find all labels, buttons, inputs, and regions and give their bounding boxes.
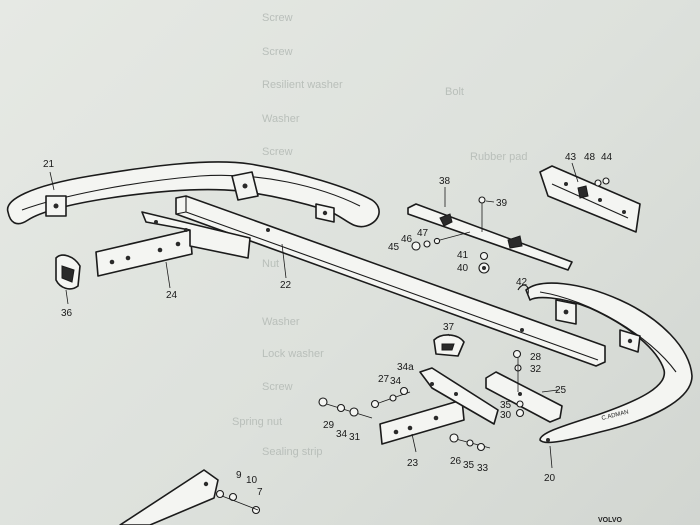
callout-28: 28 — [530, 352, 542, 363]
ghost-text: Resilient washer — [262, 79, 343, 91]
callout-36: 36 — [61, 308, 73, 319]
ghost-text: Washer — [262, 113, 300, 125]
centre-fasteners — [411, 231, 471, 251]
right-bumper-bar: C.ADMAN — [525, 282, 693, 444]
callout-39: 39 — [496, 198, 508, 209]
ghost-text: Screw — [262, 46, 293, 58]
callout-21: 21 — [43, 159, 55, 170]
ghost-text: Screw — [262, 146, 293, 158]
callout-44: 44 — [601, 152, 613, 163]
ghost-text: Spring nut — [232, 416, 282, 428]
callout-42: 42 — [516, 277, 528, 288]
callout-32: 32 — [530, 364, 542, 375]
callout-31: 31 — [349, 432, 361, 443]
left-end-rubber — [55, 254, 81, 290]
reinforcement-beam — [175, 195, 606, 367]
callout-35: 35 — [500, 400, 512, 411]
callout-43: 43 — [565, 152, 577, 163]
callout-37: 37 — [443, 322, 455, 333]
callout-23: 23 — [407, 458, 419, 469]
ghost-text: Bolt — [445, 86, 464, 98]
callout-33: 33 — [477, 463, 489, 474]
ghost-text: Screw — [262, 12, 293, 24]
callout-22: 22 — [280, 280, 292, 291]
callout-47: 47 — [417, 228, 429, 239]
ghost-text: Lock washer — [262, 348, 324, 360]
leader-lines — [49, 162, 579, 469]
stay-fasteners — [512, 349, 525, 418]
callout-27: 27 — [378, 374, 390, 385]
centre-bracket — [407, 196, 573, 274]
callout-25: 25 — [555, 385, 567, 396]
callout-9: 9 — [236, 470, 242, 481]
ghost-text: Sealing strip — [262, 446, 323, 458]
callout-30: 30 — [500, 410, 512, 421]
bumper-stay — [485, 371, 563, 423]
right-end-rubber — [433, 334, 465, 357]
bumper-clip — [517, 284, 529, 295]
callout-20: 20 — [544, 473, 556, 484]
callout-numbers: 21 38 39 43 48 44 47 46 45 41 40 42 24 2… — [43, 152, 613, 498]
left-fasteners — [318, 397, 373, 419]
license-plate-bracket — [539, 165, 641, 233]
callout-7: 7 — [257, 487, 263, 498]
callout-41: 41 — [457, 250, 469, 261]
ghost-text: Rubber pad — [470, 151, 528, 163]
callout-34: 34 — [336, 429, 348, 440]
callout-35: 35 — [463, 460, 475, 471]
ghost-text: Screw — [262, 381, 293, 393]
ghost-text: Washer — [262, 316, 300, 328]
left-bumper-bar — [6, 161, 380, 228]
left-mounting-bracket — [95, 211, 251, 277]
callout-29: 29 — [323, 420, 335, 431]
callout-38: 38 — [439, 176, 451, 187]
callout-46: 46 — [401, 234, 413, 245]
callout-26: 26 — [450, 456, 462, 467]
callout-34a: 34a — [397, 362, 414, 373]
show-through-text: Screw Screw Resilient washer Washer Scre… — [232, 12, 528, 458]
partial-bracket — [119, 469, 261, 525]
lower-fasteners — [449, 433, 491, 452]
callout-48: 48 — [584, 152, 596, 163]
brand-label: VOLVO — [598, 517, 623, 524]
callout-45: 45 — [388, 242, 400, 253]
callout-34: 34 — [390, 376, 402, 387]
callout-24: 24 — [166, 290, 178, 301]
upper-fasteners — [370, 386, 411, 409]
callout-40: 40 — [457, 263, 469, 274]
callout-10: 10 — [246, 475, 258, 486]
right-mounting-bracket — [379, 367, 499, 445]
ghost-text: Nut — [262, 258, 279, 270]
